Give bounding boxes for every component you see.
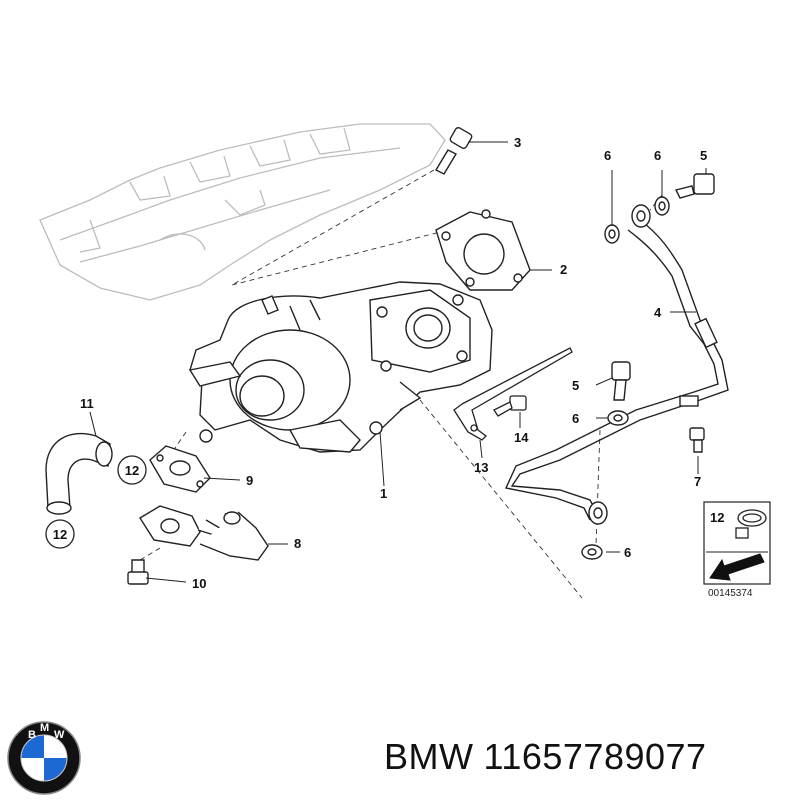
callout-6-c: 6 <box>572 411 579 426</box>
callout-13: 13 <box>474 460 488 475</box>
part-number: 11657789077 <box>483 736 707 777</box>
callout-12-c: 12 <box>710 510 724 525</box>
washers-and-bolts <box>581 173 715 560</box>
oil-feed-pipe-4 <box>504 204 729 525</box>
callout-5-upper: 5 <box>700 148 707 163</box>
callout-5-lower: 5 <box>572 378 579 393</box>
callout-9: 9 <box>246 473 253 488</box>
arrow-icon <box>709 553 765 581</box>
callout-10: 10 <box>192 576 206 591</box>
inset-box: 12 <box>703 501 771 585</box>
leader-lines <box>89 141 707 583</box>
callout-12-circle-b: 12 <box>45 519 75 549</box>
bracket-13 <box>453 347 573 441</box>
reference-number: 00145374 <box>708 588 753 599</box>
callout-8: 8 <box>294 536 301 551</box>
gasket-9 <box>149 445 211 493</box>
callout-3: 3 <box>514 135 521 150</box>
callout-11: 11 <box>80 396 94 411</box>
callout-12-circle-a: 12 <box>117 455 147 485</box>
callout-1: 1 <box>380 486 387 501</box>
logo-letter-w: W <box>54 729 65 741</box>
callout-14: 14 <box>514 430 529 445</box>
logo-letter-b: B <box>28 729 36 741</box>
callout-7: 7 <box>694 474 701 489</box>
hose-clamp-icon <box>735 509 767 539</box>
exhaust-manifold <box>39 123 446 301</box>
logo-letter-m: M <box>40 722 49 734</box>
callout-6-d: 6 <box>624 545 631 560</box>
bolt-3 <box>435 126 473 175</box>
bmw-logo: B M W <box>7 721 81 795</box>
bolt-10 <box>127 559 149 585</box>
gasket-2 <box>435 209 531 291</box>
callout-12-b: 12 <box>53 527 67 542</box>
callout-6-b: 6 <box>654 148 661 163</box>
coolant-hose-11 <box>45 432 113 515</box>
callout-2: 2 <box>560 262 567 277</box>
callout-4: 4 <box>654 305 662 320</box>
turbocharger-1 <box>188 281 493 453</box>
brand-name: BMW <box>384 736 474 777</box>
callout-6-a: 6 <box>604 148 611 163</box>
oil-return-pipe-8 <box>139 505 269 561</box>
callout-12-a: 12 <box>125 463 139 478</box>
